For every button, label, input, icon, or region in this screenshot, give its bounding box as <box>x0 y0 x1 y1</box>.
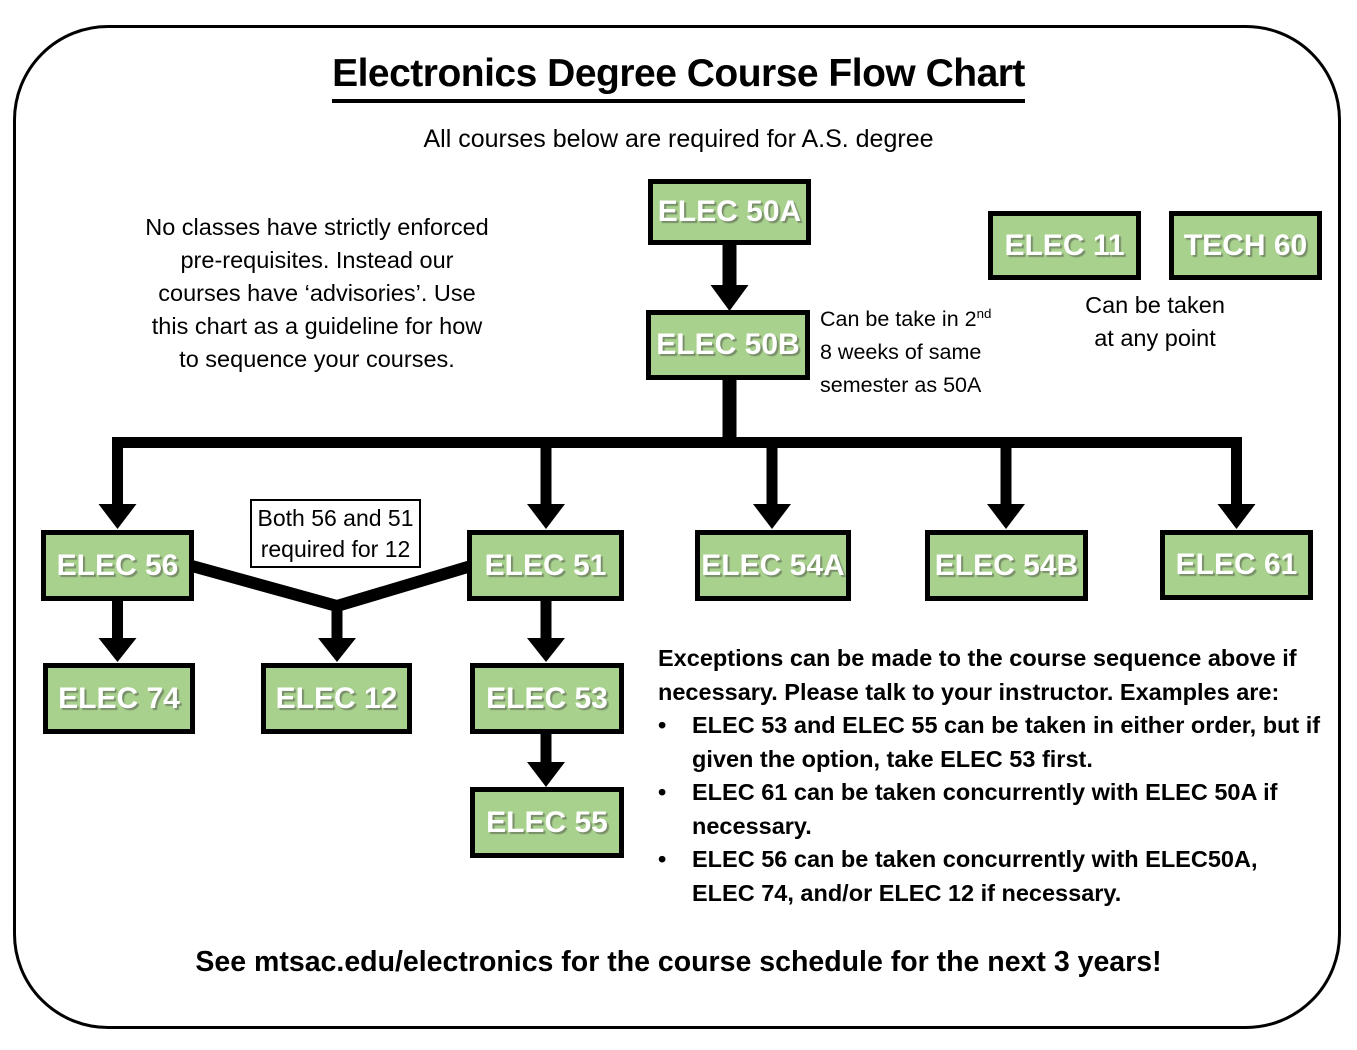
course-box-elec-51: ELEC 51 <box>467 530 624 601</box>
page-border-frame <box>13 25 1341 1029</box>
arrow-branch-to-elec56 <box>98 438 137 529</box>
page-subtitle: All courses below are required for A.S. … <box>423 125 934 153</box>
course-box-elec-74: ELEC 74 <box>43 663 195 734</box>
course-box-elec-50b: ELEC 50B <box>646 310 810 380</box>
course-box-elec-61: ELEC 61 <box>1160 530 1313 600</box>
course-box-elec-12: ELEC 12 <box>261 663 412 734</box>
superscript-nd: nd <box>976 306 992 321</box>
footer-schedule-note: See mtsac.edu/electronics for the course… <box>195 946 1162 978</box>
bullet-icon <box>658 776 692 843</box>
course-box-elec-55: ELEC 55 <box>470 787 624 858</box>
course-box-elec-53: ELEC 53 <box>470 663 624 734</box>
course-box-tech-60: TECH 60 <box>1169 211 1322 280</box>
course-box-elec-11: ELEC 11 <box>988 211 1141 280</box>
arrow-elec56-to-elec74 <box>98 600 137 662</box>
arrow-elec50a-to-elec50b <box>710 244 749 311</box>
second-8-weeks-note: Can be take in 2nd 8 weeks of same semes… <box>820 306 992 398</box>
any-point-note: Can be taken at any point <box>1085 292 1225 351</box>
exception-bullet: ELEC 61 can be taken concurrently with E… <box>658 776 1348 843</box>
arrow-elec51-to-elec53 <box>527 600 565 662</box>
advisory-note: No classes have strictly enforced pre-re… <box>145 214 489 372</box>
exceptions-intro: Exceptions can be made to the course seq… <box>658 645 1297 705</box>
connector-elec56-elec51-to-elec12 <box>190 560 473 662</box>
arrow-branch-to-elec61 <box>1217 438 1256 529</box>
course-box-elec-54b: ELEC 54B <box>925 530 1088 601</box>
exception-bullet: ELEC 53 and ELEC 55 can be taken in eith… <box>658 709 1348 776</box>
arrow-elec53-to-elec55 <box>527 733 565 787</box>
course-box-elec-50a: ELEC 50A <box>648 179 811 245</box>
exceptions-block: Exceptions can be made to the course seq… <box>658 642 1348 910</box>
course-box-elec-56: ELEC 56 <box>41 530 194 601</box>
course-box-elec-54a: ELEC 54A <box>695 530 851 601</box>
page-title: Electronics Degree Course Flow Chart <box>0 52 1357 103</box>
bullet-icon <box>658 709 692 776</box>
exception-bullet: ELEC 56 can be taken concurrently with E… <box>658 843 1348 910</box>
both-required-note: Both 56 and 51 required for 12 <box>250 499 421 568</box>
arrow-branch-to-elec54a <box>753 448 791 529</box>
arrow-branch-to-elec54b <box>987 448 1025 529</box>
bullet-icon <box>658 843 692 910</box>
arrow-branch-to-elec51 <box>527 448 565 529</box>
